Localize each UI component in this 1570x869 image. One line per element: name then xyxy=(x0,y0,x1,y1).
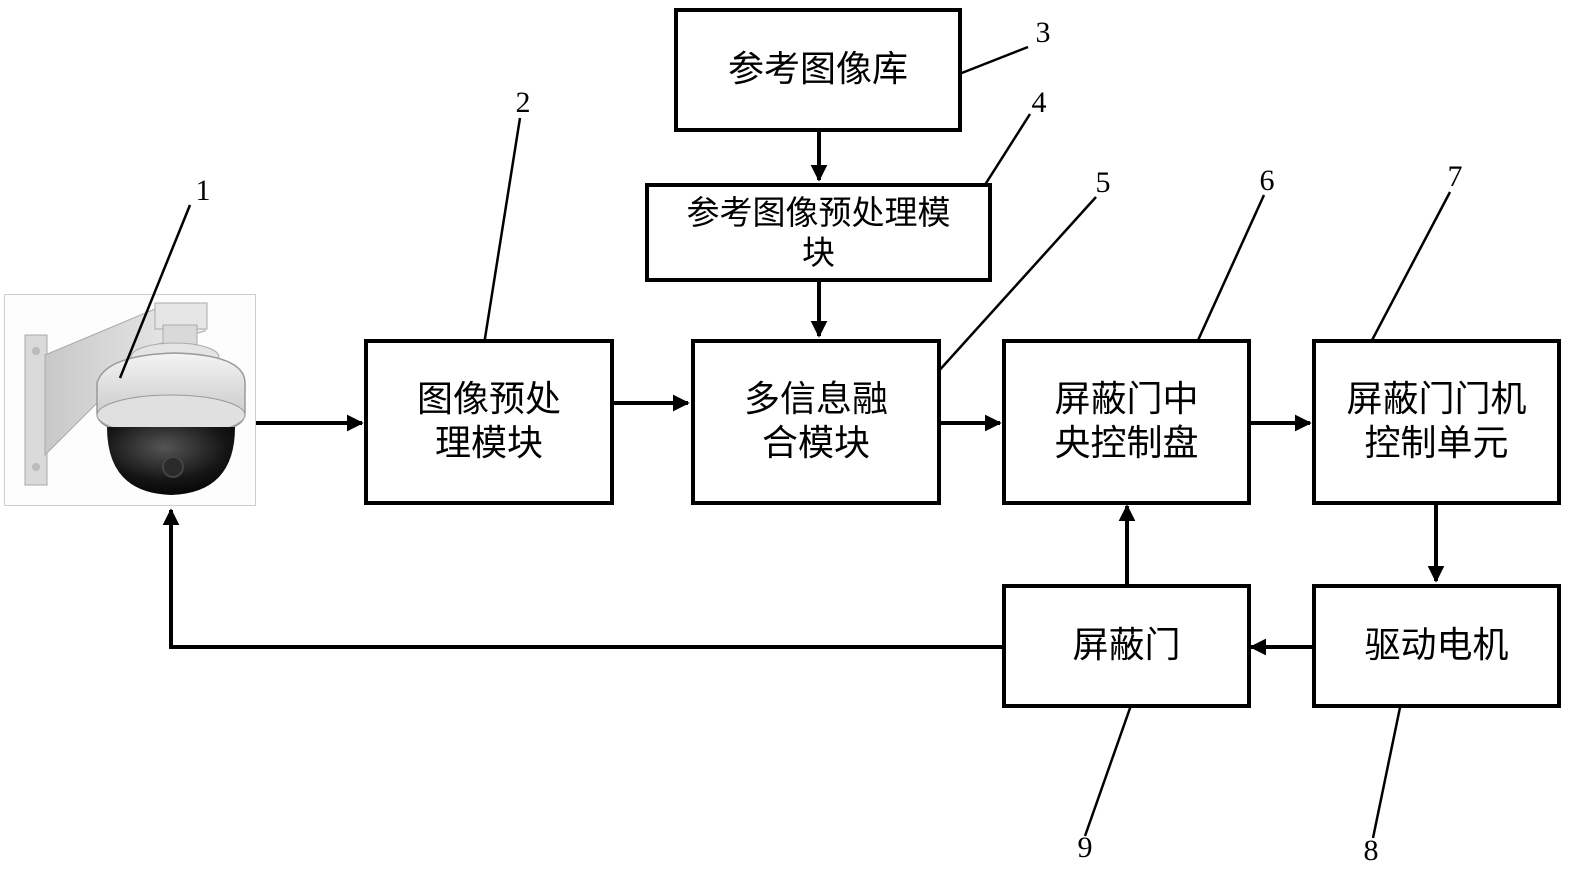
reference-image-preprocess-label: 参考图像预处理模 块 xyxy=(686,192,951,272)
screen-door-central-panel-label: 屏蔽门中 央控制盘 xyxy=(1054,379,1199,464)
screen-door-box: 屏蔽门 xyxy=(1002,584,1251,708)
screen-door-central-panel-box: 屏蔽门中 央控制盘 xyxy=(1002,339,1251,505)
leader-1 xyxy=(118,204,192,379)
callout-7: 7 xyxy=(1447,160,1463,193)
camera-image xyxy=(4,294,256,506)
callout-9: 9 xyxy=(1077,831,1093,864)
door-machine-control-unit-box: 屏蔽门门机 控制单元 xyxy=(1312,339,1561,505)
multi-info-fusion-box: 多信息融 合模块 xyxy=(691,339,941,505)
drive-motor-label: 驱动电机 xyxy=(1364,625,1509,667)
screen-door-label: 屏蔽门 xyxy=(1072,625,1181,667)
callout-8: 8 xyxy=(1363,834,1379,867)
callout-4: 4 xyxy=(1031,86,1047,119)
callout-3: 3 xyxy=(1035,16,1051,49)
arrow-screendoor-to-camera xyxy=(162,508,1004,649)
callout-2: 2 xyxy=(515,86,531,119)
drive-motor-box: 驱动电机 xyxy=(1312,584,1561,708)
dome-camera-icon xyxy=(24,302,246,495)
callout-5: 5 xyxy=(1095,166,1111,199)
callout-6: 6 xyxy=(1259,164,1275,197)
reference-image-library-label: 参考图像库 xyxy=(727,49,908,91)
multi-info-fusion-label: 多信息融 合模块 xyxy=(743,379,888,464)
image-preprocess-box: 图像预处 理模块 xyxy=(364,339,614,505)
reference-image-library-box: 参考图像库 xyxy=(674,8,962,132)
callout-1: 1 xyxy=(195,174,211,207)
door-machine-control-unit-label: 屏蔽门门机 控制单元 xyxy=(1346,379,1527,464)
image-preprocess-label: 图像预处 理模块 xyxy=(416,379,561,464)
reference-image-preprocess-box: 参考图像预处理模 块 xyxy=(645,183,992,282)
